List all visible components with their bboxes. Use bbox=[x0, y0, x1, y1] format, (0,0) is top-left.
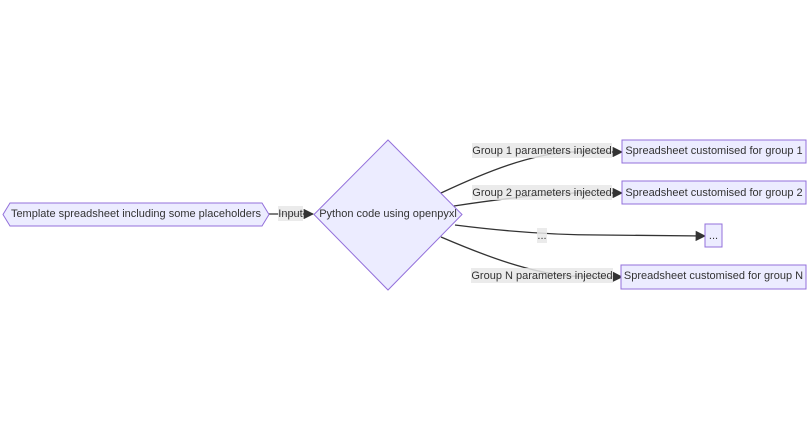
node-group-1-label: Spreadsheet customised for group 1 bbox=[625, 145, 802, 157]
nodes: Template spreadsheet including some plac… bbox=[2, 139, 807, 291]
edge-label-group-2-bg bbox=[472, 185, 612, 200]
node-group-2-label: Spreadsheet customised for group 2 bbox=[625, 187, 802, 199]
node-python[interactable]: Python code using openpyxl bbox=[313, 139, 463, 291]
node-group-2[interactable]: Spreadsheet customised for group 2 bbox=[621, 180, 807, 205]
node-ellipsis[interactable]: ... bbox=[704, 223, 723, 248]
node-group-1[interactable]: Spreadsheet customised for group 1 bbox=[621, 139, 807, 164]
node-group-1-shape bbox=[621, 139, 807, 164]
edge-label-input: Input bbox=[278, 208, 302, 220]
node-group-2-shape bbox=[621, 180, 807, 205]
node-ellipsis-label: ... bbox=[709, 230, 718, 242]
node-python-shape bbox=[313, 139, 463, 291]
edge-label-group-1-bg bbox=[472, 143, 612, 158]
node-group-n-label: Spreadsheet customised for group N bbox=[624, 270, 803, 282]
node-group-n-shape bbox=[620, 264, 807, 290]
node-template-label: Template spreadsheet including some plac… bbox=[11, 208, 262, 220]
edge-label-ellipsis-bg bbox=[537, 228, 547, 243]
edge-ellipsis bbox=[454, 224, 707, 242]
edge-label-group-1: Group 1 parameters injected bbox=[472, 145, 611, 157]
edge-label-group-2: Group 2 parameters injected bbox=[472, 187, 611, 199]
node-group-n[interactable]: Spreadsheet customised for group N bbox=[620, 264, 807, 290]
node-template[interactable]: Template spreadsheet including some plac… bbox=[2, 202, 270, 227]
edge-label-group-n-bg bbox=[471, 268, 613, 283]
node-python-label: Python code using openpyxl bbox=[319, 208, 457, 220]
node-template-shape bbox=[2, 202, 270, 227]
node-ellipsis-shape bbox=[704, 223, 723, 248]
edge-label-input-bg bbox=[278, 206, 303, 221]
edge-label-ellipsis: ... bbox=[537, 230, 546, 242]
edge-labels: Input Group 1 parameters injected Group … bbox=[278, 143, 613, 283]
edge-label-group-n: Group N parameters injected bbox=[471, 270, 612, 282]
